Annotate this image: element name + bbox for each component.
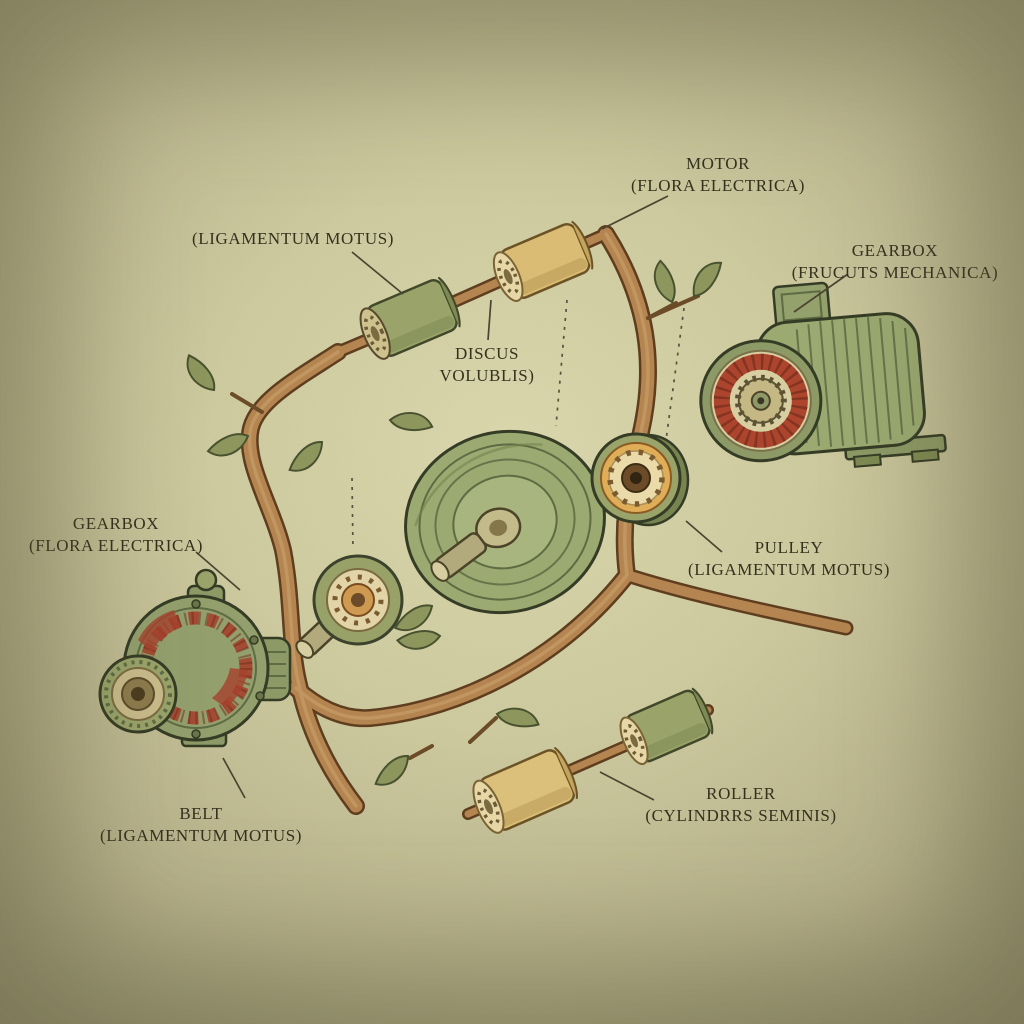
label-belt-line1: BELT: [179, 804, 223, 823]
label-motor-line2: (FLORA ELECTRICA): [630, 175, 806, 195]
label-belt: BELT (LIGAMENTUM MOTUS): [100, 803, 302, 847]
label-gearbox-right: GEARBOX (FRUCUTS MECHANICA): [792, 240, 998, 284]
label-roller-bottom: ROLLER (CYLINDRRS SEMINIS): [645, 783, 836, 827]
label-roller-bottom-line2: (CYLINDRRS SEMINIS): [645, 805, 837, 825]
label-gearbox-right-line2: (FRUCUTS MECHANICA): [791, 262, 999, 282]
label-gearbox-left: GEARBOX (FLORA ELECTRICA): [29, 513, 203, 557]
label-ligamentum-top: (LIGAMENTUM MOTUS): [192, 228, 394, 250]
label-gearbox-right-line1: GEARBOX: [851, 241, 939, 260]
label-roller-bottom-line1: ROLLER: [706, 784, 776, 803]
label-gearbox-left-line2: (FLORA ELECTRICA): [28, 535, 204, 555]
label-belt-line2: (LIGAMENTUM MOTUS): [99, 825, 303, 845]
label-discus-line2: VOLUBLIS): [439, 365, 535, 385]
label-discus-line1: DISCUS: [454, 344, 520, 363]
label-ligamentum-top-line1: (LIGAMENTUM MOTUS): [191, 229, 395, 248]
label-pulley-line1: PULLEY: [754, 538, 824, 557]
label-motor-line1: MOTOR: [685, 154, 751, 173]
label-pulley: PULLEY (LIGAMENTUM MOTUS): [688, 537, 890, 581]
label-motor: MOTOR (FLORA ELECTRICA): [631, 153, 805, 197]
label-pulley-line2: (LIGAMENTUM MOTUS): [687, 559, 891, 579]
label-discus: DISCUS VOLUBLIS): [439, 343, 534, 387]
label-gearbox-left-line1: GEARBOX: [72, 514, 160, 533]
